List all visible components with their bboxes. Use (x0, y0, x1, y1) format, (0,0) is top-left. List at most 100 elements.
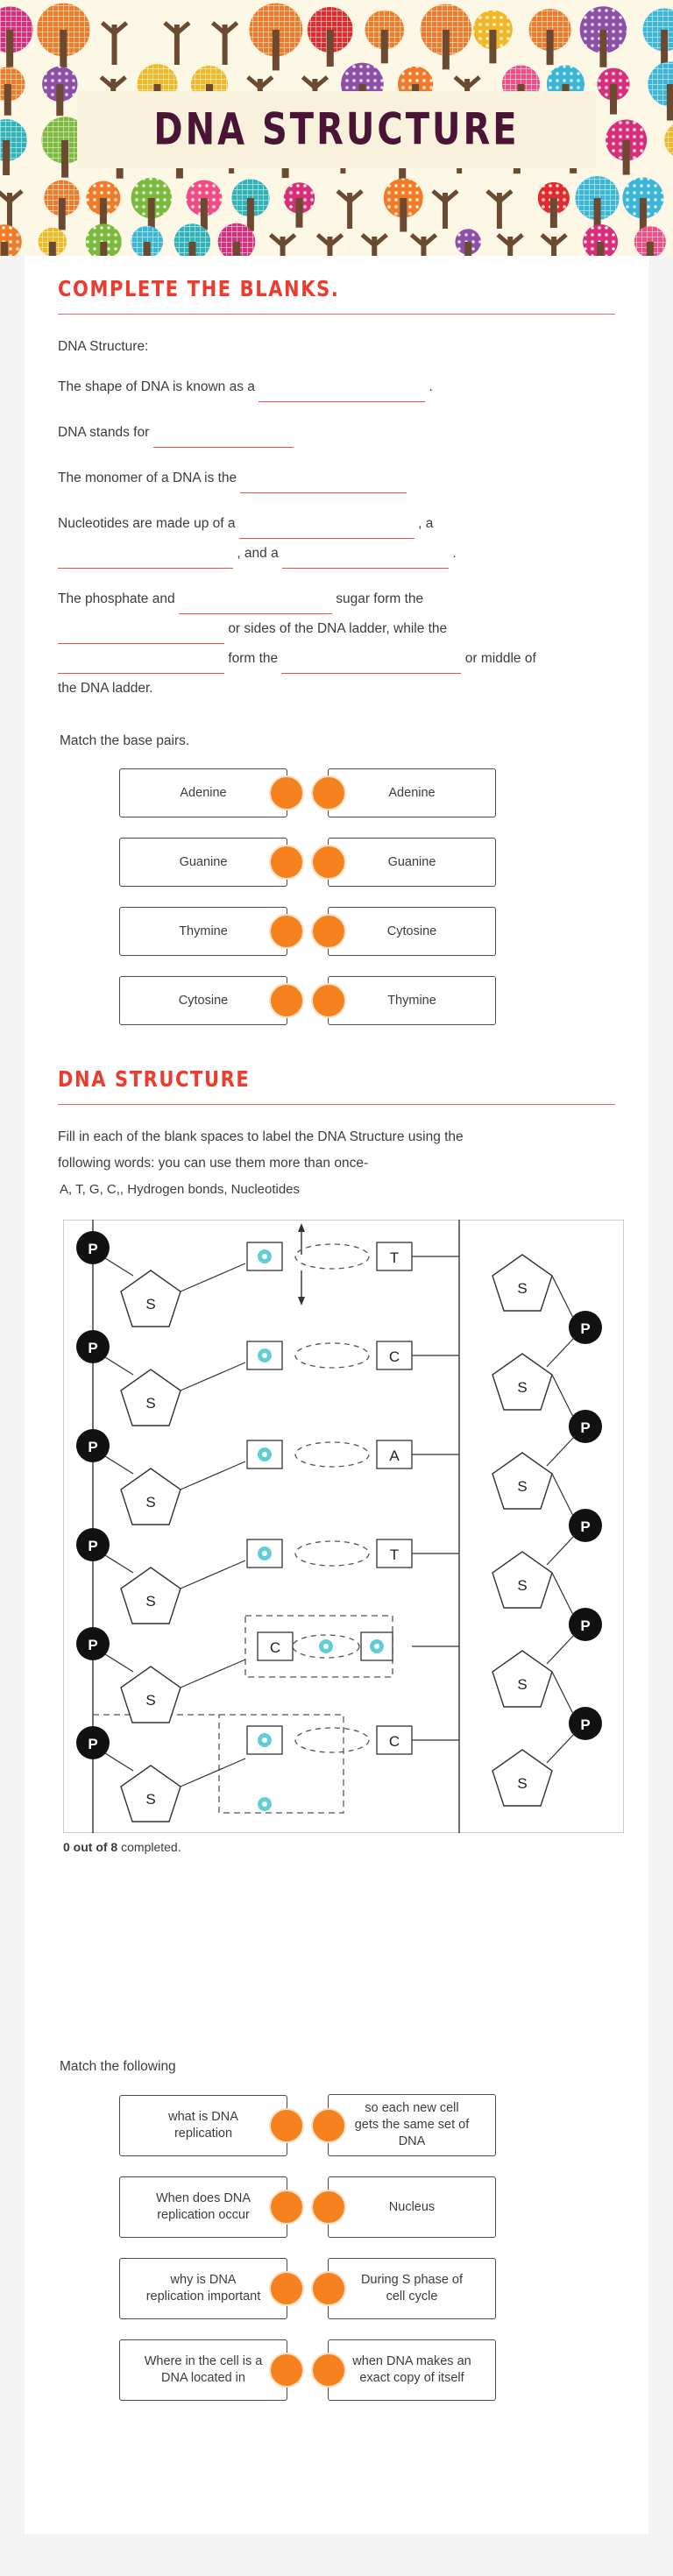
base-rung: C (246, 1725, 459, 1755)
blank-input-5c[interactable] (58, 655, 224, 674)
basepair-right-option[interactable]: Adenine (311, 768, 496, 817)
svg-text:S: S (145, 1296, 155, 1313)
connector-dot-icon[interactable] (311, 775, 346, 810)
svg-text:P: P (88, 1637, 97, 1653)
match-right-option[interactable]: During S phase of cell cycle (311, 2258, 496, 2319)
svg-text:S: S (517, 1775, 527, 1792)
section-divider (58, 314, 615, 315)
phosphate-node[interactable]: P (76, 1330, 110, 1363)
blank-line-5: The phosphate and sugar form the or side… (58, 584, 615, 704)
blank-line-5-text-d: form the (228, 651, 279, 666)
phosphate-node[interactable]: P (551, 1275, 602, 1344)
phosphate-node[interactable]: P (551, 1572, 602, 1641)
blank-line-5-text-f: the DNA ladder. (58, 681, 153, 696)
basepair-left-option[interactable]: Adenine (119, 768, 304, 817)
connector-dot-icon[interactable] (311, 2353, 346, 2388)
sugar-node[interactable]: S (104, 1752, 246, 1822)
connector-dot-icon[interactable] (311, 2271, 346, 2306)
connector-dot-icon[interactable] (269, 2107, 304, 2143)
basepair-right-option[interactable]: Thymine (311, 976, 496, 1025)
base-rung: C (246, 1341, 459, 1370)
match-left-option[interactable]: Where in the cell is a DNA located in (119, 2339, 304, 2401)
basepair-left-label: Adenine (180, 785, 227, 800)
sugar-node[interactable]: S (104, 1554, 246, 1624)
phosphate-node[interactable]: P (76, 1726, 110, 1759)
blank-line-5-text-e: or middle of (464, 651, 536, 666)
instructions-line-2: following words: you can use them more t… (58, 1156, 369, 1171)
connector-dot-icon[interactable] (311, 914, 346, 949)
blank-input-5d[interactable] (281, 655, 462, 674)
dna-ladder-svg: P P P P (63, 1220, 624, 1833)
basepair-left-option[interactable]: Guanine (119, 838, 304, 887)
blank-input-1[interactable] (259, 383, 426, 402)
connector-dot-icon[interactable] (311, 845, 346, 880)
blank-input-4a[interactable] (238, 520, 414, 539)
phosphate-node[interactable]: P (551, 1374, 602, 1443)
sugar-node[interactable]: S (104, 1257, 246, 1327)
phosphate-node[interactable]: P (76, 1627, 110, 1660)
blank-line-3: The monomer of a DNA is the (58, 464, 615, 493)
sugar-node[interactable]: S (104, 1356, 246, 1426)
sugar-node[interactable]: S (492, 1435, 576, 1510)
sugar-node[interactable]: S (492, 1336, 576, 1411)
connector-dot-icon[interactable] (311, 2107, 346, 2143)
connector-dot-icon[interactable] (269, 845, 304, 880)
sugar-node[interactable]: S (492, 1633, 576, 1708)
connector-dot-icon[interactable] (269, 2271, 304, 2306)
match-row: When does DNA replication occur Nucleus (58, 2176, 615, 2238)
match-left-option[interactable]: When does DNA replication occur (119, 2176, 304, 2238)
basepair-left-label: Cytosine (178, 993, 229, 1008)
svg-text:P: P (88, 1241, 97, 1257)
connector-dot-icon[interactable] (269, 983, 304, 1018)
basepair-row: Guanine Guanine (58, 838, 615, 887)
match-left-option[interactable]: why is DNA replication important (119, 2258, 304, 2319)
svg-text:A: A (389, 1447, 400, 1464)
blank-input-4b[interactable] (58, 549, 233, 569)
phosphate-node[interactable]: P (551, 1473, 602, 1542)
svg-text:S: S (145, 1593, 155, 1610)
basepairs-instruction: Match the base pairs. (60, 733, 190, 748)
worksheet-card: COMPLETE THE BLANKS. DNA Structure: The … (25, 256, 648, 2534)
phosphate-node[interactable]: P (551, 1671, 602, 1740)
svg-text:S: S (145, 1791, 155, 1808)
svg-text:C: C (270, 1639, 280, 1656)
blank-input-3[interactable] (240, 474, 407, 493)
connector-dot-icon[interactable] (269, 914, 304, 949)
match-right-option[interactable]: when DNA makes an exact copy of itself (311, 2339, 496, 2401)
svg-text:P: P (580, 1617, 590, 1634)
basepair-right-option[interactable]: Cytosine (311, 907, 496, 956)
blank-input-5b[interactable] (58, 625, 224, 644)
page-title-plate: DNA STRUCTURE (77, 91, 596, 168)
blank-input-4c[interactable] (282, 549, 450, 569)
basepair-right-option[interactable]: Guanine (311, 838, 496, 887)
sugar-node[interactable]: S (492, 1732, 576, 1807)
connector-dot-icon[interactable] (269, 2353, 304, 2388)
match-left-label: what is DNA replication (168, 2109, 238, 2141)
match-right-label: During S phase of cell cycle (360, 2273, 464, 2304)
connector-dot-icon[interactable] (269, 775, 304, 810)
match-left-label: why is DNA replication important (145, 2273, 261, 2304)
match-right-option[interactable]: Nucleus (311, 2176, 496, 2238)
basepair-left-option[interactable]: Thymine (119, 907, 304, 956)
match-right-option[interactable]: so each new cell gets the same set of DN… (311, 2094, 496, 2156)
basepair-row: Thymine Cytosine (58, 907, 615, 956)
blank-input-2[interactable] (152, 428, 294, 448)
basepair-left-option[interactable]: Cytosine (119, 976, 304, 1025)
phosphate-node[interactable]: P (76, 1429, 110, 1462)
sugar-node[interactable]: S (492, 1534, 576, 1609)
sugar-node[interactable]: S (104, 1653, 246, 1723)
phosphate-node[interactable]: P (76, 1528, 110, 1561)
match-left-label: Where in the cell is a DNA located in (144, 2354, 263, 2385)
match-left-option[interactable]: what is DNA replication (119, 2094, 304, 2156)
svg-text:P: P (580, 1518, 590, 1535)
sugar-node[interactable]: S (492, 1254, 553, 1312)
connector-dot-icon[interactable] (269, 2190, 304, 2225)
connector-dot-icon[interactable] (311, 983, 346, 1018)
svg-text:S: S (517, 1676, 527, 1693)
phosphate-node[interactable]: P (76, 1231, 110, 1264)
connector-dot-icon[interactable] (311, 2190, 346, 2225)
sugar-node[interactable]: S (104, 1455, 246, 1525)
blank-input-5a[interactable] (178, 595, 332, 614)
svg-text:S: S (517, 1280, 527, 1297)
matchfollowing-instruction: Match the following (60, 2059, 176, 2074)
